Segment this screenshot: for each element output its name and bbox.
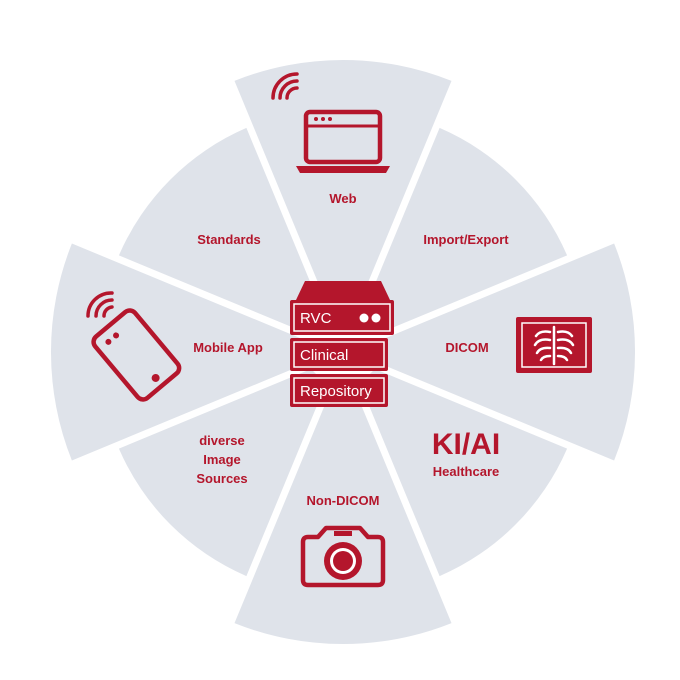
segment-label-diverse: diverse xyxy=(199,433,245,448)
laptop-wifi-icon xyxy=(271,72,390,173)
segment-label-web: Web xyxy=(329,191,356,206)
segments-group xyxy=(50,59,636,645)
segment-web xyxy=(234,59,452,318)
segment-import-export xyxy=(360,127,568,335)
server-unit-repository: Repository xyxy=(290,374,388,407)
segment-ki-ai-healthcare xyxy=(360,369,568,577)
segment-diverse-image-sources xyxy=(118,369,326,577)
segment-dicom xyxy=(377,243,636,461)
segment-label-healthcare: Healthcare xyxy=(433,464,499,479)
segment-label-sources: Sources xyxy=(196,471,247,486)
camera-icon xyxy=(300,525,386,588)
segment-label-import-export: Import/Export xyxy=(423,232,509,247)
xray-monitor-icon xyxy=(516,317,592,373)
center-label-repository: Repository xyxy=(300,383,372,400)
segment-label-ki-ai: KI/AI xyxy=(432,428,500,461)
server-unit-clinical: Clinical xyxy=(290,338,388,371)
segment-standards xyxy=(118,127,326,335)
center-label-clinical: Clinical xyxy=(300,347,348,364)
segment-label-standards: Standards xyxy=(197,232,261,247)
segment-label-dicom: DICOM xyxy=(445,340,488,355)
server-unit-rvc: RVC xyxy=(290,281,394,335)
segment-mobile-app xyxy=(50,243,309,461)
segment-non-dicom xyxy=(234,386,452,645)
mobile-wifi-icon xyxy=(86,291,182,402)
segment-label-image: Image xyxy=(203,452,241,467)
segment-label-non-dicom: Non-DICOM xyxy=(307,493,380,508)
segment-label-mobile-app: Mobile App xyxy=(193,340,263,355)
repository-stack: RVC Clinical Repository xyxy=(290,281,394,407)
center-label-rvc: RVC xyxy=(300,310,332,327)
